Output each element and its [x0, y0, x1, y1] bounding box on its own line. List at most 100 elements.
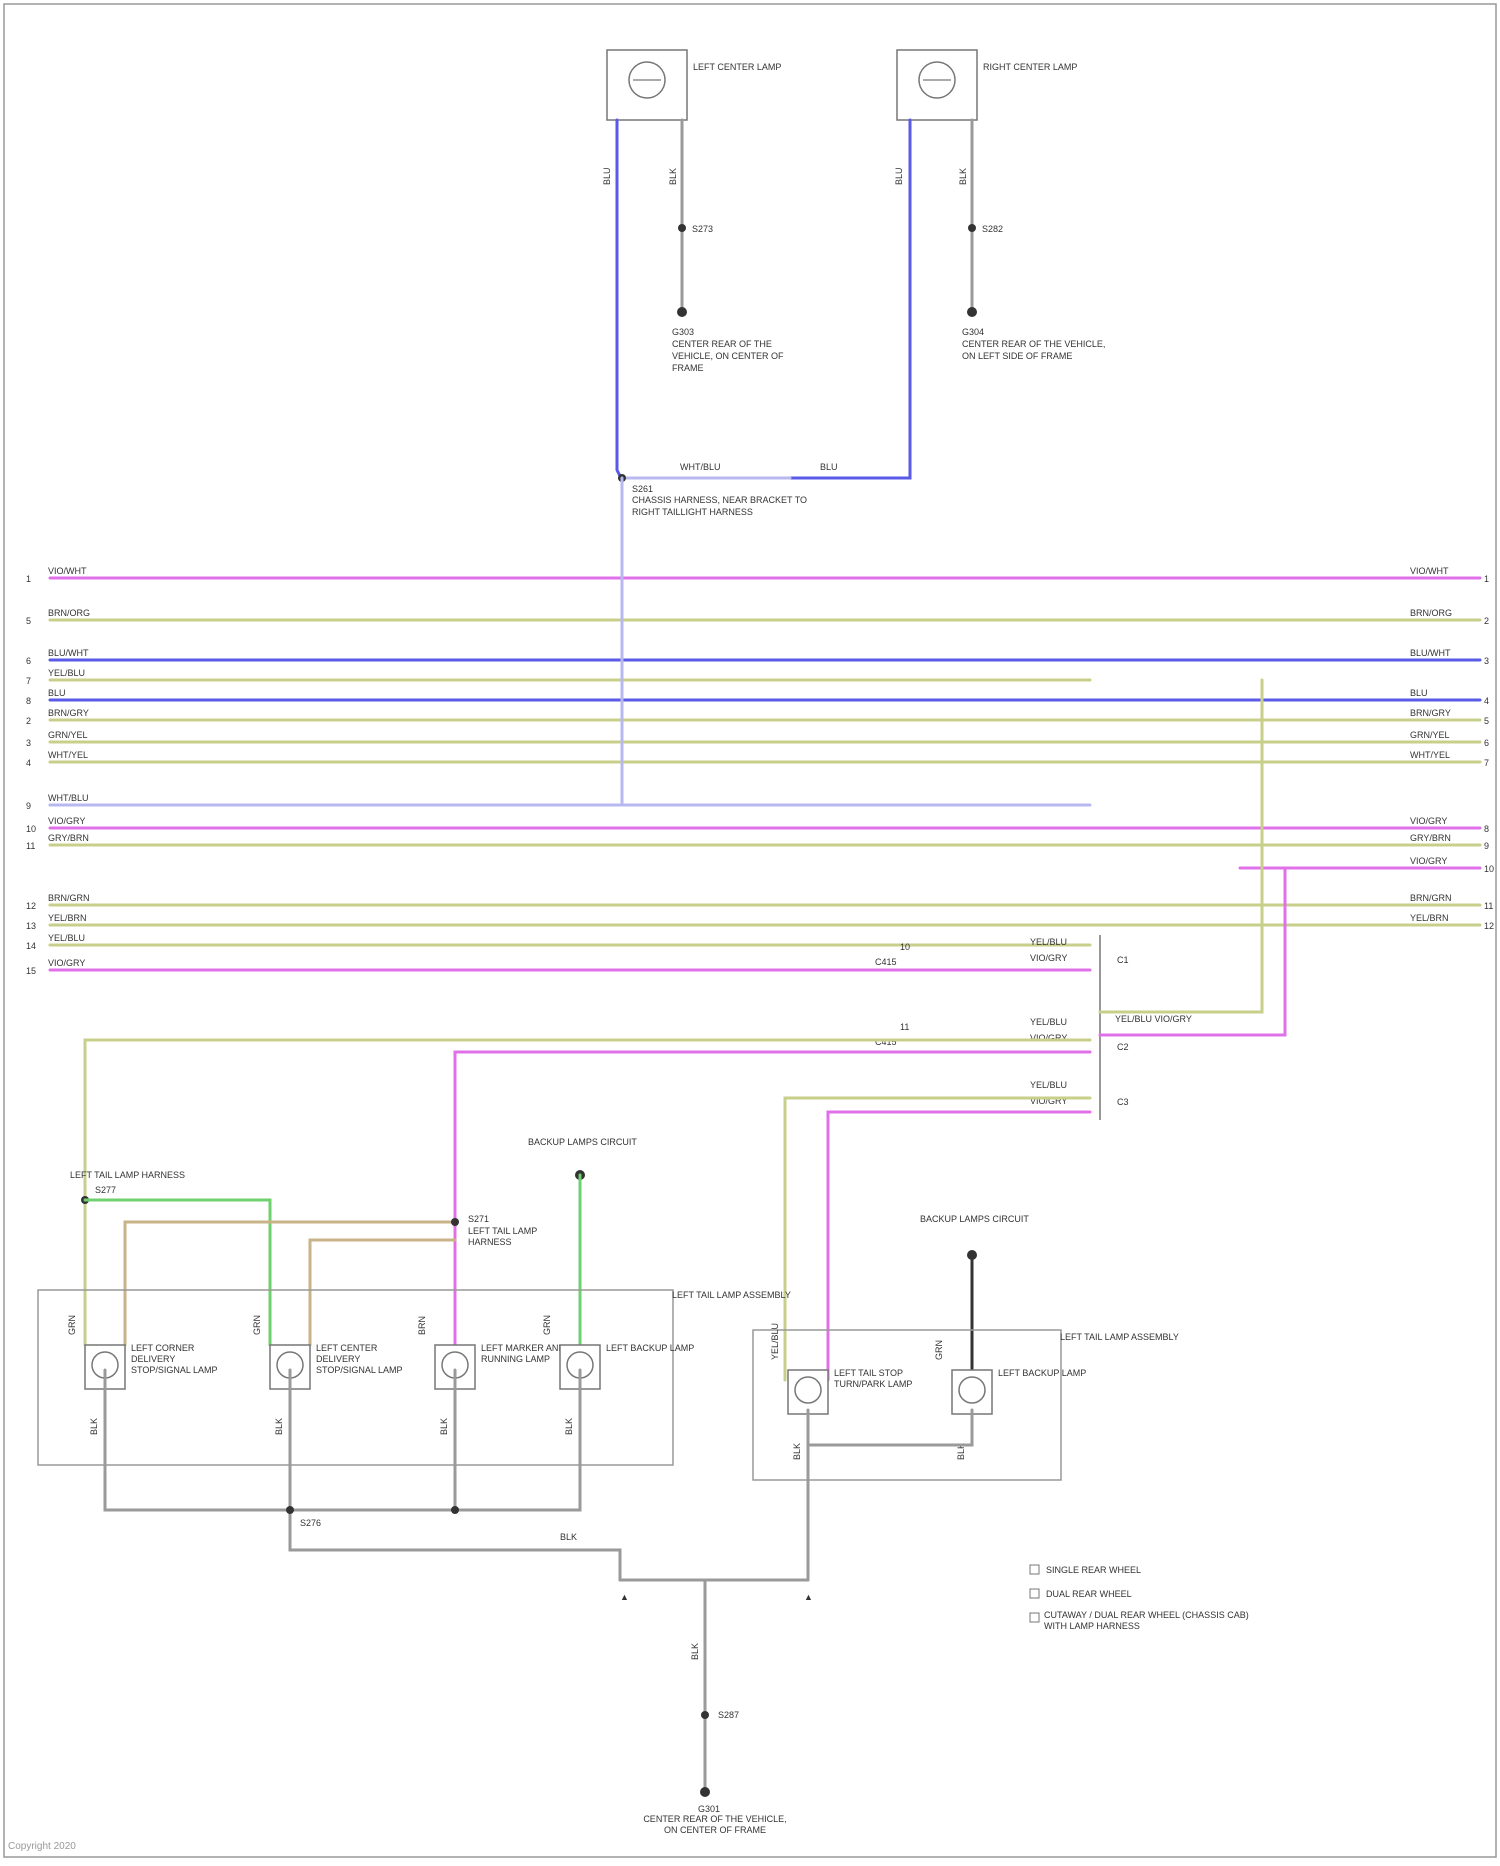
- left-harness-label: LEFT TAIL LAMP HARNESS: [70, 1170, 185, 1180]
- harness-pin-left-1: 1: [26, 574, 31, 584]
- harness-pin-right-2: 2: [1484, 616, 1489, 626]
- harness-pin-left-10: 10: [26, 824, 36, 834]
- ground-bus-wire-label: BLK: [560, 1532, 577, 1542]
- top-right-lamp-label: RIGHT CENTER LAMP: [983, 62, 1077, 72]
- harness-pin-left-6: 2: [26, 716, 31, 726]
- harness-label-left-7: GRN/YEL: [48, 730, 88, 740]
- conn-row1-cav: 10: [900, 942, 910, 952]
- conn-row2-wire: YEL/BLU: [1030, 1017, 1067, 1027]
- splice-s276-label: S276: [300, 1518, 321, 1528]
- left-lamp-wire-b-label: BLK: [668, 168, 678, 185]
- harness-label-right-12: VIO/GRY: [1410, 856, 1447, 866]
- left-assembly-label: LEFT TAIL LAMP ASSEMBLY: [672, 1290, 791, 1300]
- harness-pin-right-1: 1: [1484, 574, 1489, 584]
- left-lamp-1-wire-out: BLK: [89, 1418, 99, 1435]
- splice-s282-dot: [968, 224, 976, 232]
- left-lamp-2-wire-in: GRN: [252, 1315, 262, 1335]
- ground-g304-dot: [967, 307, 977, 317]
- left-lamp-wire-a-label: BLU: [602, 167, 612, 185]
- wire-right-yel-blu: [785, 1098, 1090, 1380]
- harness-pin-left-11: 11: [26, 841, 35, 851]
- harness-pin-left-2: 5: [26, 616, 31, 626]
- harness-label-left-6: BRN/GRY: [48, 708, 89, 718]
- junction-s261-label: S261: [632, 484, 653, 494]
- harness-label-left-11: GRY/BRN: [48, 833, 89, 843]
- top-left-lamp: LEFT CENTER LAMP: [607, 50, 781, 120]
- splice-s276-dot: [286, 1506, 294, 1514]
- junction-wire-right-label: BLU: [820, 462, 838, 472]
- right-lamp-1-label: LEFT TAIL STOP TURN/PARK LAMP: [834, 1368, 934, 1390]
- splice-s287-dot: [701, 1711, 709, 1719]
- legend-swatch-3: [1030, 1613, 1039, 1622]
- left-lamp-3-wire-out: BLK: [439, 1418, 449, 1435]
- harness-pin-right-6: 5: [1484, 716, 1489, 726]
- junction-s261-desc: CHASSIS HARNESS, NEAR BRACKET TO RIGHT T…: [632, 494, 812, 518]
- conn-row1-sub: C415: [875, 957, 897, 967]
- splice-s271-desc: LEFT TAIL LAMP HARNESS: [468, 1226, 548, 1248]
- harness-label-left-1: VIO/WHT: [48, 566, 87, 576]
- left-lamp-2: LEFT CENTER DELIVERY STOP/SIGNAL LAMPGRN…: [252, 1315, 416, 1435]
- harness-pin-left-7: 3: [26, 738, 31, 748]
- left-lamp-1: LEFT CORNER DELIVERY STOP/SIGNAL LAMPGRN…: [67, 1315, 231, 1435]
- left-backup-circuit: BACKUP LAMPS CIRCUIT: [528, 1137, 637, 1147]
- right-lamp-2-wire-in: GRN: [934, 1340, 944, 1360]
- harness-label-right-8: WHT/YEL: [1410, 750, 1450, 760]
- splice-s273-dot: [678, 224, 686, 232]
- ground-g301-desc: CENTER REAR OF THE VEHICLE, ON CENTER OF…: [640, 1814, 790, 1836]
- ground-g301-label: G301: [698, 1804, 720, 1814]
- right-backup-circuit: BACKUP LAMPS CIRCUIT: [920, 1214, 1029, 1224]
- left-harness-splice: S277: [95, 1185, 116, 1195]
- connector-c1: C1: [1117, 955, 1129, 965]
- ground-g304-desc: CENTER REAR OF THE VEHICLE, ON LEFT SIDE…: [962, 338, 1112, 362]
- right-lamp-group: LEFT TAIL STOP TURN/PARK LAMPYEL/BLUBLKL…: [770, 1323, 1098, 1460]
- harness-pin-right-7: 6: [1484, 738, 1489, 748]
- harness-label-left-5: BLU: [48, 688, 66, 698]
- harness-pin-left-3: 6: [26, 656, 31, 666]
- wire-vio-gry-feed: [1100, 870, 1285, 1035]
- harness-pin-left-8: 4: [26, 758, 31, 768]
- harness-label-left-13: BRN/GRN: [48, 893, 90, 903]
- splice-s287-label: S287: [718, 1710, 739, 1720]
- harness-pin-right-11: 9: [1484, 841, 1489, 851]
- harness-label-left-10: VIO/GRY: [48, 816, 85, 826]
- harness-label-right-3: BLU/WHT: [1410, 648, 1451, 658]
- wire-left-vio-gry: [455, 1052, 1090, 1345]
- harness-pin-left-9: 9: [26, 801, 31, 811]
- ground-g303-dot: [677, 307, 687, 317]
- harness-pin-right-3: 3: [1484, 656, 1489, 666]
- copyright-footer: Copyright 2020: [8, 1841, 76, 1852]
- splice-s282-label: S282: [982, 224, 1003, 234]
- wire-right-lamp-blue: [790, 120, 910, 478]
- harness-label-right-13: BRN/GRN: [1410, 893, 1452, 903]
- conn-row1-wire: YEL/BLU: [1030, 937, 1067, 947]
- legend: SINGLE REAR WHEEL DUAL REAR WHEEL CUTAWA…: [1030, 1565, 1274, 1640]
- ground-collector-right-pin: ▲: [804, 1592, 813, 1602]
- right-lamp-wire-b-label: BLK: [958, 168, 968, 185]
- wire-left-tan-2: [310, 1240, 455, 1345]
- center-connector: C1 C2 C3 YEL/BLU VIO/GRY YEL/BLU VIO/GRY…: [875, 935, 1192, 1120]
- harness-label-left-4: YEL/BLU: [48, 668, 85, 678]
- top-right-lamp: RIGHT CENTER LAMP: [897, 50, 1077, 120]
- harness-label-right-7: GRN/YEL: [1410, 730, 1450, 740]
- left-lamp-2-wire-out: BLK: [274, 1418, 284, 1435]
- ground-g303-label: G303: [672, 327, 694, 337]
- harness-pin-left-13: 12: [26, 901, 36, 911]
- harness-label-right-1: VIO/WHT: [1410, 566, 1449, 576]
- splice-s273-label: S273: [692, 224, 713, 234]
- harness-label-left-2: BRN/ORG: [48, 608, 90, 618]
- splice-s276b-dot: [451, 1506, 459, 1514]
- connector-c3: C3: [1117, 1097, 1129, 1107]
- harness-label-right-2: BRN/ORG: [1410, 608, 1452, 618]
- harness-bundle: 1 VIO/WHT VIO/WHT 1 5 BRN/ORG BRN/ORG 2 6 BLU/WHT…: [26, 566, 1494, 976]
- legend-item-1: SINGLE REAR WHEEL: [1046, 1565, 1141, 1575]
- ground-drop-wire-label: BLK: [690, 1643, 700, 1660]
- ground-g301-dot: [700, 1787, 710, 1797]
- harness-label-right-14: YEL/BRN: [1410, 913, 1449, 923]
- harness-pin-left-4: 7: [26, 676, 31, 686]
- legend-item-2: DUAL REAR WHEEL: [1046, 1589, 1132, 1599]
- ground-g303-desc: CENTER REAR OF THE VEHICLE, ON CENTER OF…: [672, 338, 812, 374]
- harness-label-left-14: YEL/BRN: [48, 913, 87, 923]
